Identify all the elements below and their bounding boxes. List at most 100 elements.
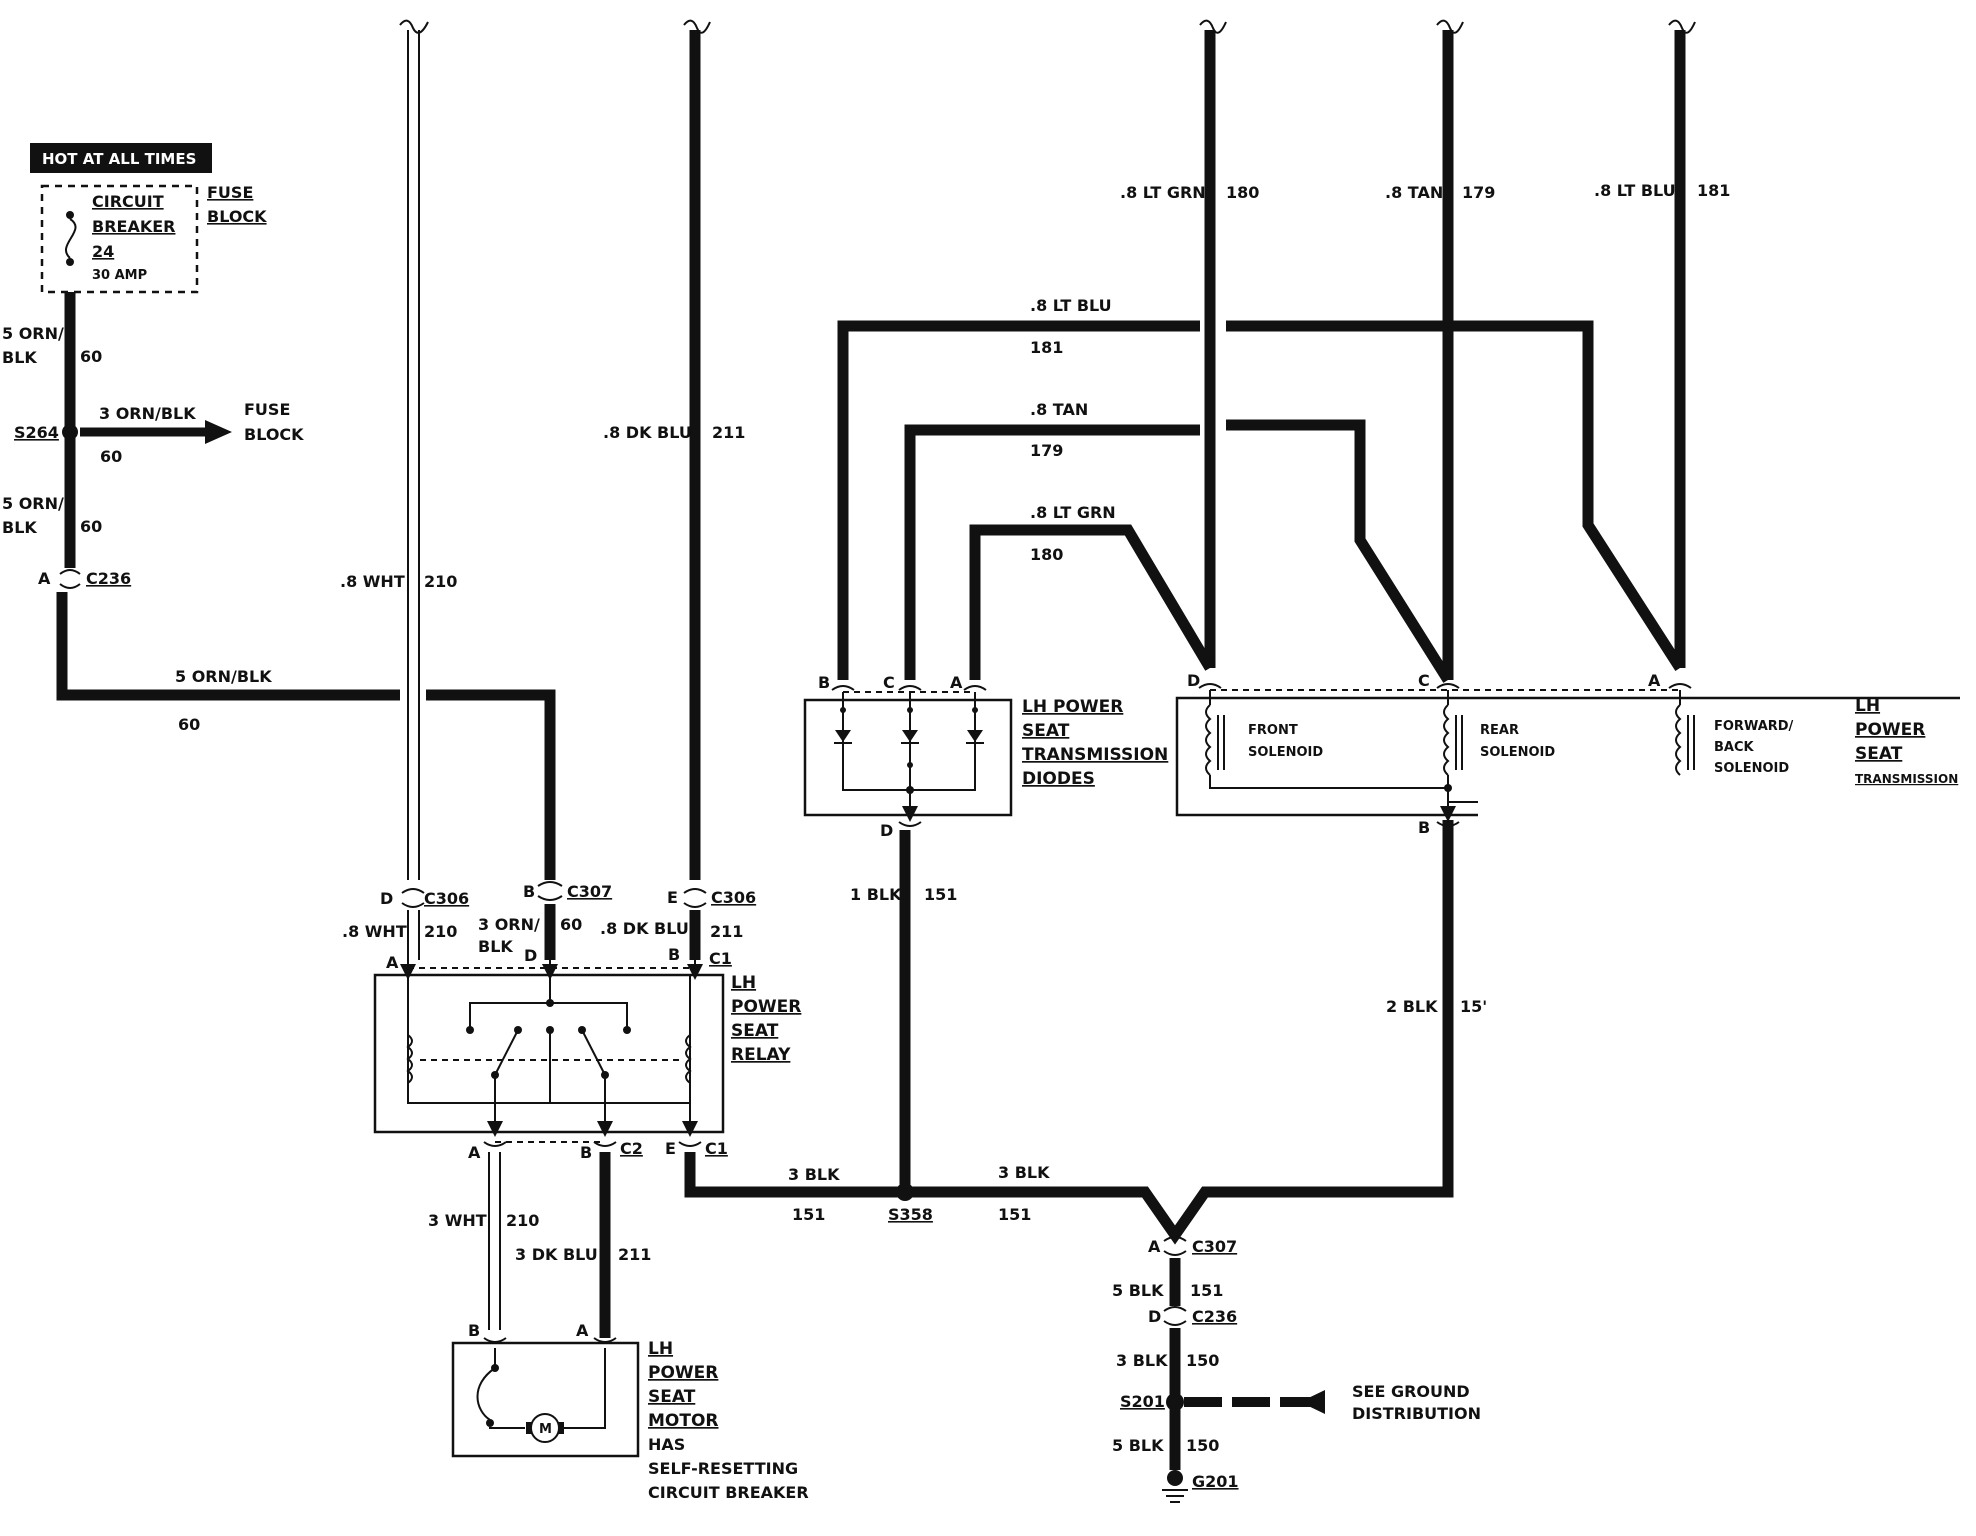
diagram-label: SOLENOID xyxy=(1480,745,1555,760)
diagram-label: C306 xyxy=(424,889,469,908)
diagram-label: 5 ORN/BLK xyxy=(175,667,272,686)
connector-c236 xyxy=(59,569,81,589)
diagram-label: 60 xyxy=(178,715,200,734)
diagram-label: BLK xyxy=(2,348,37,367)
diagram-label: BLOCK xyxy=(244,425,304,444)
s264-label: S264 xyxy=(14,423,59,442)
diagram-label: 210 xyxy=(506,1211,539,1230)
diagram-label: S201 xyxy=(1120,1392,1165,1411)
diagram-label: .8 DK BLU xyxy=(600,919,689,938)
diagram-label: D xyxy=(1148,1307,1161,1326)
splice-s201 xyxy=(1166,1393,1184,1411)
diagram-label: REAR xyxy=(1480,723,1519,738)
diagram-label: LH xyxy=(1855,696,1880,716)
diagram-label: POWER xyxy=(648,1363,718,1383)
diagram-label: CIRCUIT BREAKER xyxy=(648,1483,809,1502)
diagram-label: 3 BLK xyxy=(998,1163,1050,1182)
diagram-label: C236 xyxy=(1192,1307,1237,1326)
diagram-label: A xyxy=(1148,1237,1161,1256)
diagram-label: FORWARD/ xyxy=(1714,719,1794,734)
diagram-label: 3 ORN/BLK xyxy=(99,404,196,423)
ground-g201 xyxy=(1162,1470,1188,1503)
diagram-label: 179 xyxy=(1030,441,1063,460)
diagram-label: 5 BLK xyxy=(1112,1281,1164,1300)
diagram-label: 3 WHT xyxy=(428,1211,487,1230)
diagram-label: B xyxy=(1418,818,1430,837)
diagram-label: 60 xyxy=(560,915,582,934)
connector-c307-a xyxy=(1163,1236,1187,1256)
diagram-label: 60 xyxy=(100,447,122,466)
diagram-label: HOT AT ALL TIMES xyxy=(42,150,196,168)
diagram-label: HAS xyxy=(648,1435,685,1454)
diagram-label: 211 xyxy=(712,423,745,442)
diagram-label: SEAT xyxy=(648,1387,696,1407)
diagram-label: A xyxy=(386,953,399,972)
diagram-label: 151 xyxy=(792,1205,825,1224)
diagram-label: 1 BLK xyxy=(850,885,902,904)
diagram-label: SEE GROUND xyxy=(1352,1382,1470,1401)
diagram-label: 181 xyxy=(1030,338,1063,357)
diagram-label: 180 xyxy=(1226,183,1259,202)
diagram-label: BACK xyxy=(1714,740,1755,755)
connector-relay-bottom xyxy=(483,1141,702,1147)
diagram-label: SEAT xyxy=(1855,744,1903,764)
wire-3-blk-151-right xyxy=(905,820,1454,1245)
diagram-label: POWER xyxy=(731,997,801,1017)
diagram-label: A xyxy=(38,569,51,588)
diagram-label: C1 xyxy=(709,949,732,968)
diagram-label: SOLENOID xyxy=(1714,761,1789,776)
wire-8-lt-blu-181-left xyxy=(837,320,1200,680)
diagram-label: DISTRIBUTION xyxy=(1352,1404,1481,1423)
connector-c307-b xyxy=(537,881,563,901)
wire-5-orn-blk-to-c307 xyxy=(426,689,556,880)
power-seat-transmission xyxy=(1175,683,1960,827)
wire-8-tan-179-right xyxy=(1226,419,1453,683)
diagram-label: A xyxy=(576,1321,589,1340)
diagram-label: D xyxy=(380,889,393,908)
wire-8-wht-210 xyxy=(399,19,429,880)
fuse-block-label-2: BLOCK xyxy=(207,207,267,226)
diagram-label: D xyxy=(880,821,893,840)
diagram-label: LH xyxy=(731,973,756,993)
diagram-label: .8 WHT xyxy=(340,572,405,591)
diagram-label: A xyxy=(468,1143,481,1162)
diagram-label: 2 BLK xyxy=(1386,997,1438,1016)
diagram-label: D xyxy=(524,946,537,965)
diagram-label: 151 xyxy=(924,885,957,904)
transmission-diodes xyxy=(803,685,1013,827)
diagram-label: 5 ORN/ xyxy=(2,324,64,343)
diagram-label: 15' xyxy=(1460,997,1487,1016)
diagram-label: RELAY xyxy=(731,1045,791,1065)
diagram-label: DIODES xyxy=(1022,769,1095,789)
diagram-label: S358 xyxy=(888,1205,933,1224)
diagram-label: C236 xyxy=(86,569,131,588)
diagram-label: B xyxy=(668,945,680,964)
diagram-label: .8 LT BLU xyxy=(1594,181,1676,200)
diagram-label: A xyxy=(1648,671,1661,690)
diagram-label: .8 TAN xyxy=(1385,183,1443,202)
diagram-label: MOTOR xyxy=(648,1411,719,1431)
diagram-label: D xyxy=(1187,671,1200,690)
diagram-label: FRONT xyxy=(1248,723,1298,738)
connector-c306-e xyxy=(683,888,707,908)
diagram-label: .8 DK BLU xyxy=(603,423,692,442)
diagram-label: C307 xyxy=(1192,1237,1237,1256)
cb-label-2: BREAKER xyxy=(92,217,175,236)
diagram-label: C1 xyxy=(705,1139,728,1158)
power-seat-motor: M xyxy=(451,1337,640,1458)
diagram-label: FUSE xyxy=(244,400,290,419)
power-seat-relay xyxy=(373,960,725,1137)
diagram-label: 180 xyxy=(1030,545,1063,564)
wire-8-lt-grn-180-run xyxy=(969,524,1215,680)
diagram-label: .8 WHT xyxy=(342,922,407,941)
wire-5-orn-blk-horizontal xyxy=(56,592,400,701)
diagram-label: 210 xyxy=(424,572,457,591)
circuit-breaker-24: CIRCUIT BREAKER 24 30 AMP xyxy=(40,184,199,294)
wire-3-blk-151-left xyxy=(684,1152,905,1198)
diagram-label: LH POWER xyxy=(1022,697,1123,717)
diagram-label: C2 xyxy=(620,1139,643,1158)
diagram-label: A xyxy=(950,673,963,692)
diagram-label: 3 BLK xyxy=(788,1165,840,1184)
diagram-label: 150 xyxy=(1186,1351,1219,1370)
